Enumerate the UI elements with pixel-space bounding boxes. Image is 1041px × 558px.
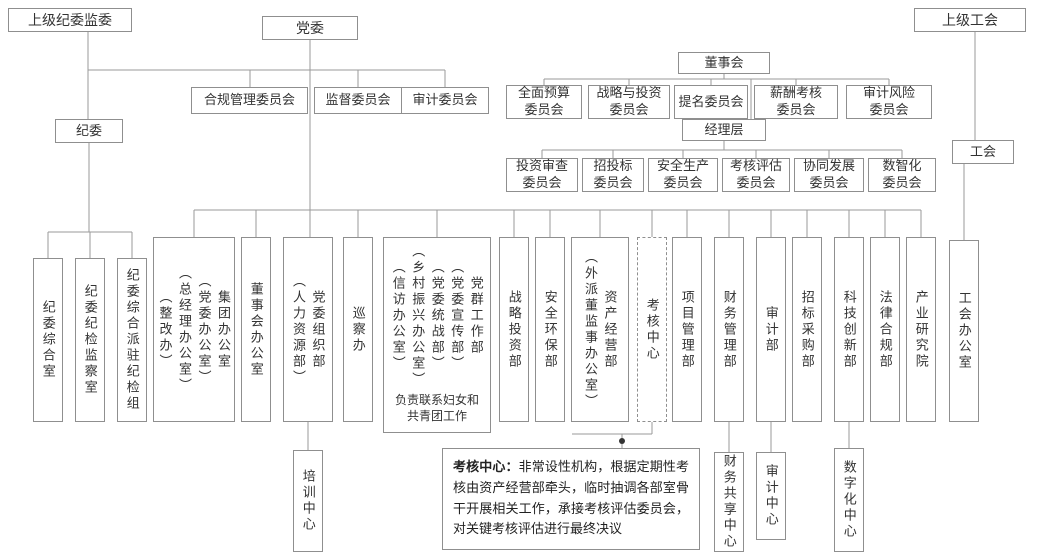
node-party-organization-dept: 党委组织部 （人力资源部） xyxy=(283,237,333,422)
node-safety-production-committee: 安全生产 委员会 xyxy=(648,158,718,192)
node-discipline-inspection-office: 纪委纪检监察室 xyxy=(75,258,105,422)
node-training-center: 培训中心 xyxy=(293,450,323,552)
node-supervision-committee: 监督委员会 xyxy=(314,87,402,114)
node-party-mass-work-dept: 党群工作部 （党委宣传部） （党委统战部） （乡村振兴办公室） （信访办公室） … xyxy=(383,237,491,433)
node-party-committee: 党委 xyxy=(262,16,358,40)
node-party-mass-work-dept-note: 负责联系妇女和 共青团工作 xyxy=(394,392,479,423)
node-budget-committee: 全面预算 委员会 xyxy=(506,85,582,119)
node-bidding-committee: 招投标 委员会 xyxy=(582,158,644,192)
node-union: 工会 xyxy=(952,140,1014,164)
node-group-office: 集团办公室 （党委办公室） （总经理办公室） （整改办） xyxy=(153,237,235,422)
node-party-mass-work-dept-label: 党群工作部 （党委宣传部） （党委统战部） （乡村振兴办公室） （信访办公室） xyxy=(390,243,484,388)
node-compensation-assessment-committee: 薪酬考核 委员会 xyxy=(754,85,838,119)
node-discipline-commission: 纪委 xyxy=(55,119,123,143)
node-project-management-dept: 项目管理部 xyxy=(672,237,702,422)
node-superior-discipline-commission: 上级纪委监委 xyxy=(8,8,132,32)
node-safety-environment-dept: 安全环保部 xyxy=(535,237,565,422)
node-legal-compliance-dept: 法律合规部 xyxy=(870,237,900,422)
note-title: 考核中心： xyxy=(453,459,519,474)
note-box: 考核中心：非常设性机构，根据定期性考核由资产经营部牵头，临时抽调各部室骨干开展相… xyxy=(442,448,700,550)
node-assessment-center: 考核中心 xyxy=(637,237,667,422)
node-nomination-committee: 提名委员会 xyxy=(674,85,748,119)
node-digital-intelligence-committee: 数智化 委员会 xyxy=(868,158,936,192)
node-audit-center: 审计中心 xyxy=(756,452,786,540)
node-finance-shared-center: 财务共享中心 xyxy=(714,452,744,552)
node-assessment-evaluation-committee: 考核评估 委员会 xyxy=(722,158,790,192)
node-board-office: 董事会办公室 xyxy=(241,237,271,422)
node-audit-risk-committee: 审计风险 委员会 xyxy=(846,85,932,119)
node-union-office: 工会办公室 xyxy=(949,240,979,422)
node-finance-dept: 财务管理部 xyxy=(714,237,744,422)
node-discipline-general-office: 纪委综合室 xyxy=(33,258,63,422)
node-superior-union: 上级工会 xyxy=(914,8,1026,32)
node-investment-review-committee: 投资审查 委员会 xyxy=(506,158,578,192)
node-audit-committee: 审计委员会 xyxy=(401,87,489,114)
node-strategic-investment-dept: 战略投资部 xyxy=(499,237,529,422)
node-compliance-committee: 合规管理委员会 xyxy=(191,87,308,114)
node-collaborative-development-committee: 协同发展 委员会 xyxy=(794,158,864,192)
note-body: 非常设性机构，根据定期性考核由资产经营部牵头，临时抽调各部室骨干开展相关工作，承… xyxy=(453,459,689,537)
node-tech-innovation-dept: 科技创新部 xyxy=(834,237,864,422)
node-audit-dept: 审计部 xyxy=(756,237,786,422)
connector-dot xyxy=(619,438,625,444)
node-procurement-dept: 招标采购部 xyxy=(792,237,822,422)
node-discipline-dispatched-group: 纪委综合派驻纪检组 xyxy=(117,258,147,422)
node-inspection-office: 巡察办 xyxy=(343,237,373,422)
node-asset-management-dept: 资产经营部 （外派董监事办公室） xyxy=(571,237,629,422)
node-industry-research-institute: 产业研究院 xyxy=(906,237,936,422)
node-management-level: 经理层 xyxy=(682,119,766,141)
node-digitalization-center: 数字化中心 xyxy=(834,448,864,552)
node-strategy-investment-committee: 战略与投资 委员会 xyxy=(588,85,670,119)
node-board-of-directors: 董事会 xyxy=(678,52,770,74)
